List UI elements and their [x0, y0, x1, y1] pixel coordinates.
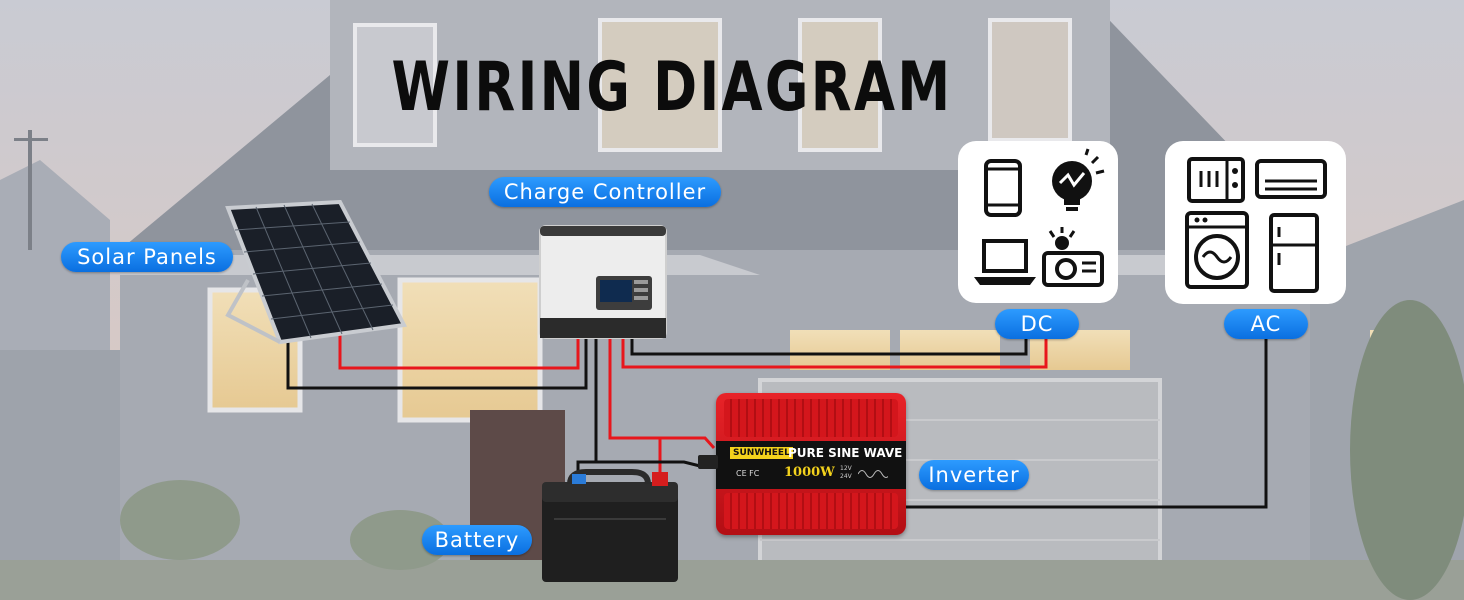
wire-ac: [904, 335, 1268, 509]
wire-dc-negative: [630, 335, 1028, 356]
air-conditioner-icon: [1255, 159, 1327, 199]
dc-label: DC: [995, 309, 1079, 339]
wire-battery-positive: [608, 338, 662, 488]
wire-panel-negative: [286, 335, 588, 390]
smartphone-icon: [984, 159, 1022, 217]
diagram-title: WIRING DIAGRAM: [391, 48, 953, 127]
wire-inverter-positive: [660, 436, 716, 450]
wire-dc-positive: [621, 335, 1048, 369]
inverter-voltage-12: 12V: [840, 465, 852, 472]
inverter-image: SUNWHEEL PURE SINE WAVE CE FC 1000W 12V …: [698, 393, 906, 535]
laptop-icon: [974, 239, 1036, 285]
microwave-icon: [1187, 157, 1245, 203]
projector-icon: [1042, 227, 1104, 287]
inverter-brand: SUNWHEEL: [730, 447, 793, 459]
solar-panel-image: [225, 200, 408, 345]
inverter-voltage-24: 24V: [840, 473, 852, 480]
light-bulb-icon: [1052, 148, 1105, 211]
washing-machine-icon: [1185, 211, 1249, 289]
dc-loads-card: [958, 141, 1118, 303]
inverter-model-text: PURE SINE WAVE: [788, 446, 903, 460]
refrigerator-icon: [1269, 213, 1319, 293]
wire-inverter-negative: [596, 460, 701, 468]
inverter-label: Inverter: [919, 460, 1029, 490]
inverter-cert-marks: CE FC: [736, 469, 760, 478]
ac-loads-card: [1165, 141, 1346, 304]
wire-panel-positive: [338, 335, 580, 370]
solar-panels-label: Solar Panels: [61, 242, 233, 272]
battery-image: [542, 469, 678, 582]
charge-controller-image: [539, 225, 667, 339]
inverter-power: 1000W: [784, 465, 835, 480]
sine-wave-icon: [858, 470, 888, 478]
battery-label: Battery: [422, 525, 532, 555]
ac-label: AC: [1224, 309, 1308, 339]
charge-controller-label: Charge Controller: [489, 177, 721, 207]
